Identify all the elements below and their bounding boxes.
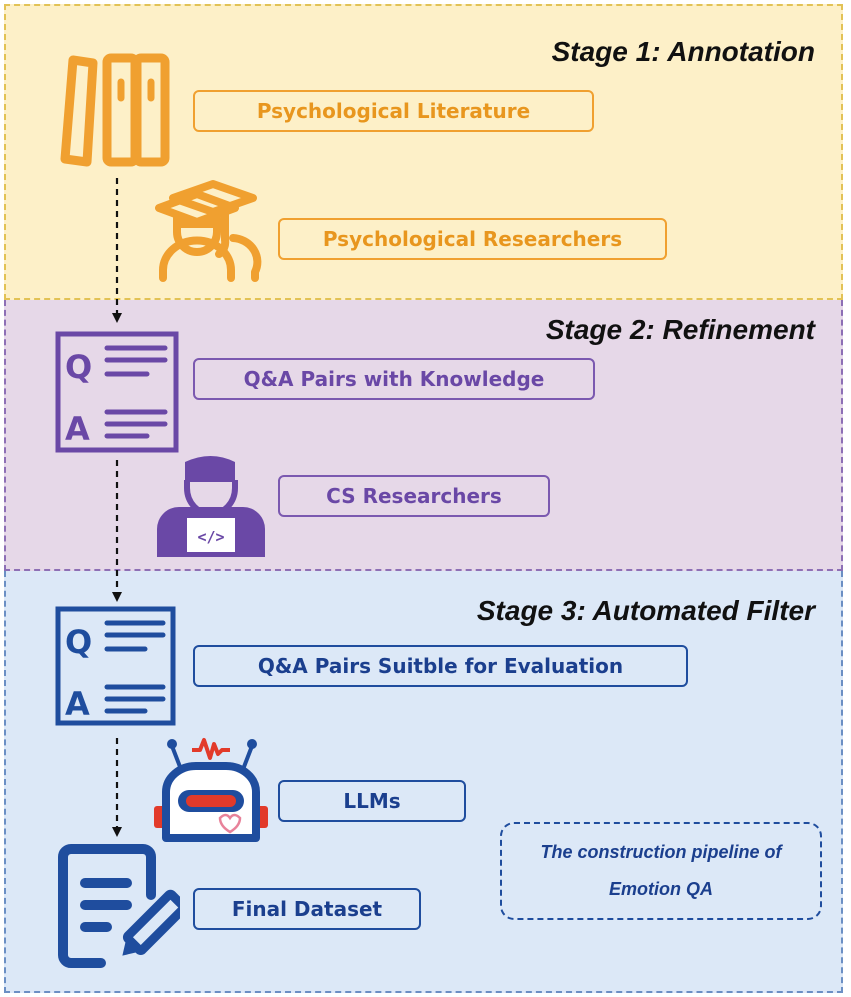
- qa-icon-a: A: [65, 410, 90, 448]
- qa-icon-a: A: [65, 685, 90, 723]
- books-icon: [60, 53, 170, 167]
- qa-icon-q: Q: [65, 348, 92, 386]
- caption-box: The construction pipeline of Emotion QA: [500, 822, 822, 920]
- stage-3-title: Stage 3: Automated Filter: [476, 595, 815, 626]
- caption-line-2: Emotion QA: [609, 879, 713, 899]
- caption-line-1: The construction pipeline of: [540, 842, 782, 862]
- graduate-group-icon: [155, 180, 262, 282]
- qa-document-icon: Q A: [55, 606, 176, 726]
- stage-1-title: Stage 1: Annotation: [551, 36, 815, 67]
- psychological-literature-box: Psychological Literature: [193, 90, 594, 132]
- edit-document-icon: [58, 844, 180, 968]
- developer-laptop-icon: </>: [157, 456, 265, 557]
- final-dataset-box: Final Dataset: [193, 888, 421, 930]
- stage-2-title: Stage 2: Refinement: [545, 314, 815, 345]
- qa-icon-q: Q: [65, 623, 92, 661]
- llms-box: LLMs: [278, 780, 466, 822]
- cs-researchers-box: CS Researchers: [278, 475, 550, 517]
- stage-1-panel: Stage 1: Annotation: [4, 4, 843, 300]
- qa-pairs-evaluation-box: Q&A Pairs Suitble for Evaluation: [193, 645, 688, 687]
- laptop-code-text: </>: [197, 528, 224, 546]
- robot-icon: [154, 738, 268, 842]
- psychological-researchers-box: Psychological Researchers: [278, 218, 667, 260]
- qa-pairs-knowledge-box: Q&A Pairs with Knowledge: [193, 358, 595, 400]
- qa-document-icon: Q A: [55, 331, 179, 453]
